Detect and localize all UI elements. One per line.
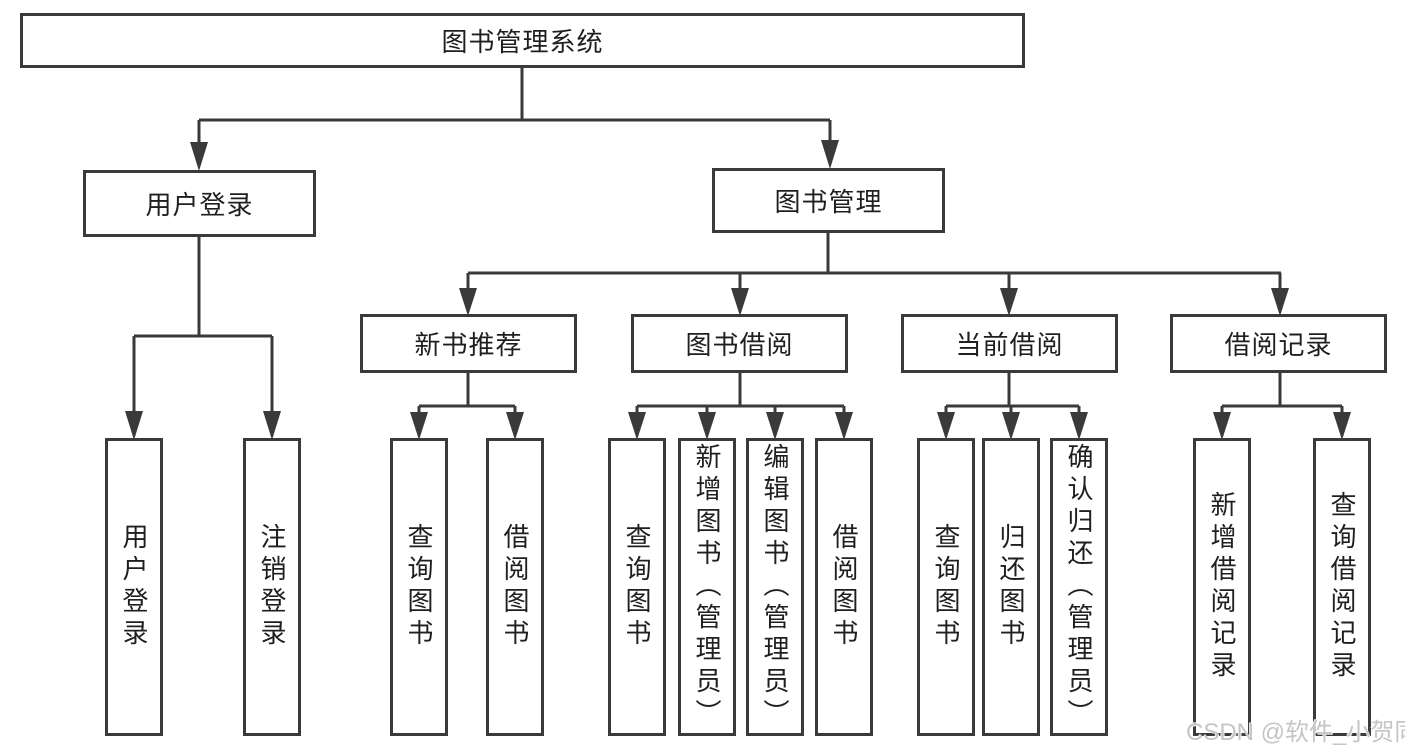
arrowhead	[731, 288, 749, 316]
leaf-borrow-books: 借阅图书	[815, 438, 873, 736]
arrowhead	[1002, 412, 1020, 440]
connector-bookmgmt-level3	[466, 233, 1282, 312]
node-label: 新书推荐	[414, 330, 523, 360]
arrowhead	[263, 411, 281, 440]
connector-root-level2	[197, 68, 832, 166]
leaf-label: 查询借阅记录	[1327, 491, 1357, 683]
connector-borrowrecord-leaves	[1220, 373, 1344, 436]
node-label: 图书管理	[774, 187, 883, 217]
node-root-system: 图书管理系统	[20, 13, 1025, 68]
leaf-label: 用户登录	[119, 523, 149, 651]
leaf-add-borrow-record: 新增借阅记录	[1193, 438, 1251, 736]
node-book-management-branch: 图书管理	[712, 168, 945, 233]
leaf-return-books: 归还图书	[982, 438, 1040, 736]
arrowhead	[1213, 412, 1231, 440]
leaf-borrow-books: 借阅图书	[486, 438, 544, 736]
leaf-label: 注销登录	[257, 523, 287, 651]
arrowhead	[698, 412, 716, 440]
arrowhead	[835, 412, 853, 440]
node-borrowing-records: 借阅记录	[1170, 314, 1387, 373]
arrowheads	[125, 140, 1351, 440]
leaf-user-logout: 注销登录	[243, 438, 301, 736]
node-root-label: 图书管理系统	[441, 27, 604, 57]
node-label: 当前借阅	[955, 330, 1064, 360]
leaf-label: 查询图书	[931, 523, 961, 651]
arrowhead	[506, 412, 524, 440]
leaf-edit-books-admin: 编辑图书（管理员）	[746, 438, 804, 736]
arrowhead	[190, 142, 208, 171]
arrowhead	[125, 411, 143, 440]
arrowhead	[628, 412, 646, 440]
node-user-login-branch: 用户登录	[83, 170, 316, 237]
arrowhead	[410, 412, 428, 440]
connector-bookborrow-leaves	[635, 373, 846, 436]
leaf-query-books: 查询图书	[390, 438, 448, 736]
leaf-label: 新增图书（管理员）	[692, 443, 722, 731]
leaf-query-books: 查询图书	[917, 438, 975, 736]
connector-userlogin-leaves	[132, 237, 274, 436]
node-book-borrowing: 图书借阅	[631, 314, 848, 373]
arrowhead	[1333, 412, 1351, 440]
node-label: 借阅记录	[1224, 330, 1333, 360]
arrowhead	[1070, 412, 1088, 440]
node-current-borrowing: 当前借阅	[901, 314, 1118, 373]
node-label: 图书借阅	[685, 330, 794, 360]
arrowhead	[766, 412, 784, 440]
leaf-label: 编辑图书（管理员）	[760, 443, 790, 731]
leaf-add-books-admin: 新增图书（管理员）	[678, 438, 736, 736]
leaf-label: 查询图书	[404, 523, 434, 651]
leaf-query-borrow-record: 查询借阅记录	[1313, 438, 1371, 736]
arrowhead	[937, 412, 955, 440]
csdn-watermark: CSDN @软件_小贺同学	[1186, 719, 1405, 746]
leaf-user-login: 用户登录	[105, 438, 163, 736]
leaf-label: 新增借阅记录	[1207, 491, 1237, 683]
leaf-label: 确认归还（管理员）	[1064, 443, 1094, 731]
node-new-book-recommend: 新书推荐	[360, 314, 577, 373]
connector-newbook-leaves	[417, 373, 517, 436]
leaf-label: 归还图书	[996, 523, 1026, 651]
leaf-query-books: 查询图书	[608, 438, 666, 736]
leaf-label: 查询图书	[622, 523, 652, 651]
leaf-label: 借阅图书	[829, 523, 859, 651]
leaf-confirm-return-admin: 确认归还（管理员）	[1050, 438, 1108, 736]
leaf-label: 借阅图书	[500, 523, 530, 651]
arrowhead	[459, 288, 477, 316]
arrowhead	[821, 140, 839, 169]
arrowhead	[1000, 288, 1018, 316]
node-label: 用户登录	[145, 190, 254, 220]
arrowhead	[1271, 288, 1289, 316]
